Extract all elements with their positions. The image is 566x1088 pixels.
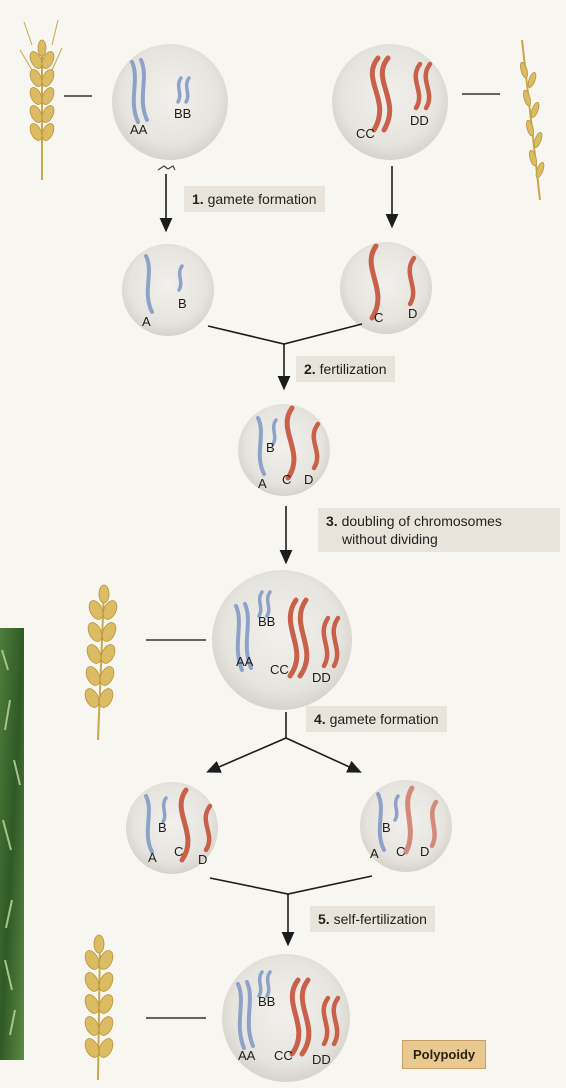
label-offspring-d: DD xyxy=(312,1052,331,1067)
label-hybrid-b: B xyxy=(266,440,275,455)
cell-gamete-left: A B xyxy=(122,244,214,336)
label-hybrid-a: A xyxy=(258,476,267,491)
label-gamete-left-a: A xyxy=(142,314,151,329)
step-5-number: 5. xyxy=(318,911,330,927)
step-3-number: 3. xyxy=(326,513,338,529)
label-parent-right-d: DD xyxy=(410,113,429,128)
label-parent-left-a: AA xyxy=(130,122,148,137)
label-offspring-b: BB xyxy=(258,994,275,1009)
label-offspring-c: CC xyxy=(274,1048,293,1063)
label-parent-left-b: BB xyxy=(174,106,191,121)
label-polyploid-a: AA xyxy=(236,654,254,669)
label-gamete4-left-c: C xyxy=(174,844,183,859)
label-gamete-left-b: B xyxy=(178,296,187,311)
step-4-label: 4. gamete formation xyxy=(306,706,447,732)
wheat-icon-offspring xyxy=(82,935,115,1080)
step-1-text: gamete formation xyxy=(208,191,317,207)
wheat-icon-left-parent xyxy=(20,20,62,180)
cell-polyploid: BB AA CC DD xyxy=(212,570,352,710)
step-2-text: fertilization xyxy=(320,361,387,377)
label-parent-right-c: CC xyxy=(356,126,375,141)
label-gamete4-right-c: C xyxy=(396,844,405,859)
label-gamete-right-d: D xyxy=(408,306,417,321)
wheat-icon-polyploid xyxy=(82,585,119,740)
label-gamete4-right-b: B xyxy=(382,820,391,835)
label-hybrid-c: C xyxy=(282,472,291,487)
step-3-label: 3. doubling of chromosomes without divid… xyxy=(318,508,560,552)
step-4-number: 4. xyxy=(314,711,326,727)
step-1-label: 1. gamete formation xyxy=(184,186,325,212)
label-polyploid-b: BB xyxy=(258,614,275,629)
label-gamete4-left-a: A xyxy=(148,850,157,865)
grass-photo xyxy=(0,628,24,1060)
label-gamete-right-c: C xyxy=(374,310,383,325)
step-3-text-line2: without dividing xyxy=(326,531,438,547)
cell-gamete-right: C D xyxy=(340,242,432,334)
step-2-number: 2. xyxy=(304,361,316,377)
label-gamete4-right-a: A xyxy=(370,846,379,861)
label-polyploid-c: CC xyxy=(270,662,289,677)
label-gamete4-right-d: D xyxy=(420,844,429,859)
step-1-number: 1. xyxy=(192,191,204,207)
cell-offspring: BB AA CC DD xyxy=(222,954,350,1082)
cell-parent-right: CC DD xyxy=(332,44,448,160)
label-polyploid-d: DD xyxy=(312,670,331,685)
step-5-text: self-fertilization xyxy=(334,911,427,927)
step-3-text: doubling of chromosomes xyxy=(342,513,502,529)
wheat-icon-right-parent xyxy=(519,40,546,200)
label-offspring-a: AA xyxy=(238,1048,256,1063)
label-gamete4-left-d: D xyxy=(198,852,207,867)
step-5-label: 5. self-fertilization xyxy=(310,906,435,932)
step-2-label: 2. fertilization xyxy=(296,356,395,382)
cell-parent-left: AA BB xyxy=(112,44,228,160)
label-hybrid-d: D xyxy=(304,472,313,487)
cell-gamete4-right: B A C D xyxy=(360,780,452,872)
cell-hybrid: B A C D xyxy=(238,404,330,496)
cell-gamete4-left: B A C D xyxy=(126,782,218,874)
step-4-text: gamete formation xyxy=(330,711,439,727)
label-gamete4-left-b: B xyxy=(158,820,167,835)
polyploidy-badge: Polypoidy xyxy=(402,1040,486,1069)
